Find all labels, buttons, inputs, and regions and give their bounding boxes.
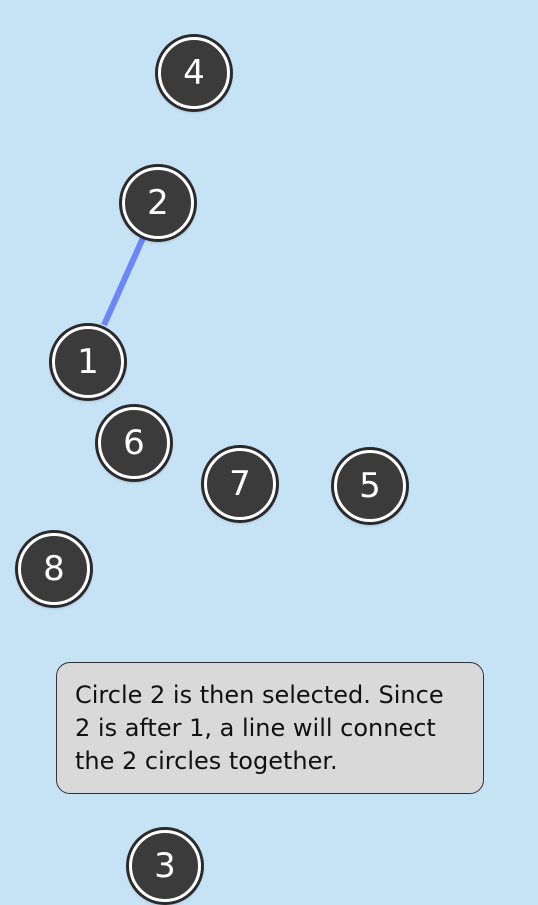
circle-label: 1 [77, 342, 99, 382]
circle-3[interactable]: 3 [129, 830, 201, 902]
circle-label: 6 [123, 423, 145, 463]
circle-label: 3 [154, 846, 176, 886]
tutorial-text: Circle 2 is then selected. Since 2 is af… [75, 681, 444, 775]
circle-7[interactable]: 7 [204, 448, 276, 520]
circle-label: 8 [43, 549, 65, 589]
circle-label: 7 [229, 464, 251, 504]
connection-line-1-2 [101, 236, 146, 327]
circle-6[interactable]: 6 [98, 407, 170, 479]
circle-label: 2 [147, 183, 169, 223]
circle-label: 4 [183, 53, 205, 93]
circle-label: 5 [359, 466, 381, 506]
circle-8[interactable]: 8 [18, 533, 90, 605]
circle-2[interactable]: 2 [122, 167, 194, 239]
circle-4[interactable]: 4 [158, 37, 230, 109]
tutorial-message: Circle 2 is then selected. Since 2 is af… [56, 662, 484, 794]
circle-5[interactable]: 5 [334, 450, 406, 522]
circle-1[interactable]: 1 [52, 326, 124, 398]
